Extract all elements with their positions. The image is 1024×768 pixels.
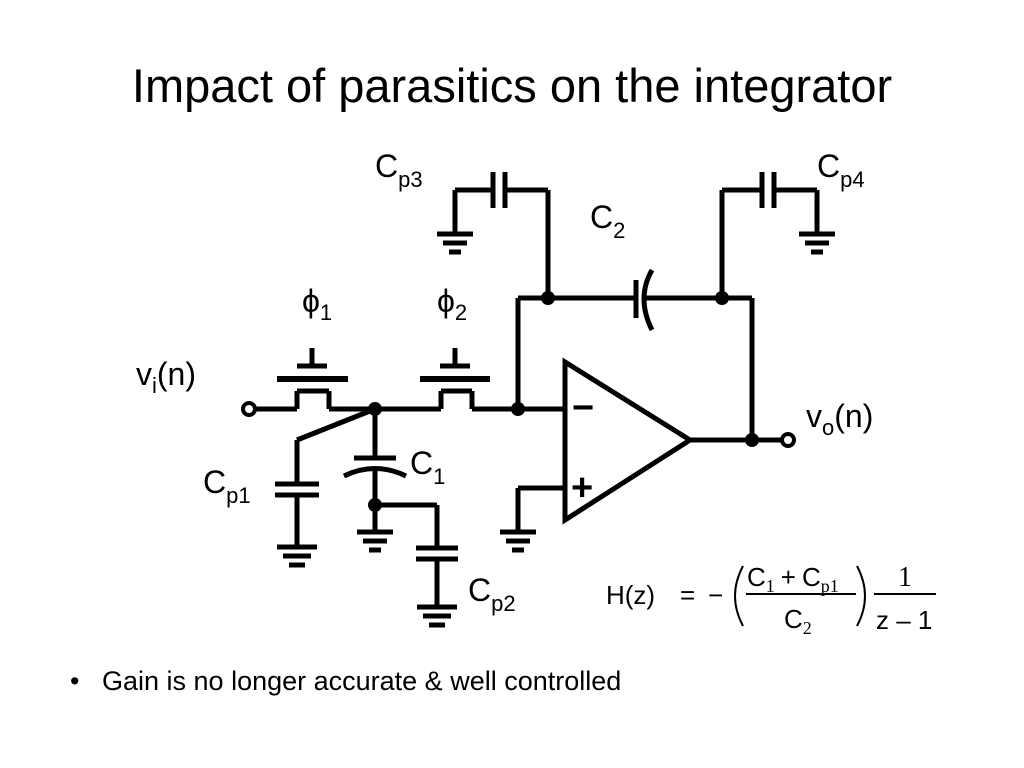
formula-frac2-numerator: 1 (898, 562, 912, 593)
bullet-dot: • (70, 666, 80, 696)
vi-terminal (241, 401, 257, 417)
node-dot (368, 402, 382, 416)
bullet-item: • Gain is no longer accurate & well contr… (70, 666, 621, 697)
switch-phi2 (420, 348, 490, 409)
opamp-symbol (562, 357, 695, 525)
node-dot (745, 433, 759, 447)
label-vi: vi(n) (136, 356, 196, 398)
capacitor-cp4 (719, 172, 835, 298)
node-dot (715, 291, 729, 305)
bullet-text: Gain is no longer accurate & well contro… (102, 666, 622, 696)
label-cp4: Cp4 (817, 148, 865, 192)
node-dot (368, 498, 382, 512)
formula-denominator: C2 (784, 604, 812, 638)
transfer-function-formula: H(z) = − C1+Cp1 C2 1 z – 1 (606, 562, 936, 638)
label-phi1: ϕ1 (302, 283, 332, 325)
label-cp1: Cp1 (203, 464, 251, 508)
formula-right-paren (856, 565, 866, 627)
label-c1: C1 (410, 445, 445, 489)
opamp-minus-label: − (572, 387, 594, 429)
formula-equals: = (680, 580, 695, 610)
formula-lhs: H(z) (606, 580, 655, 610)
opamp-plus-ground (500, 485, 565, 553)
vo-terminal (780, 432, 796, 448)
slide-title: Impact of parasitics on the integrator (131, 59, 893, 112)
label-cp2: Cp2 (468, 572, 516, 616)
integrator-circuit-diagram: − + vi(n) vo(n) ϕ1 ϕ2 C1 C2 Cp1 Cp2 Cp3 … (136, 148, 936, 638)
formula-left-paren (734, 565, 744, 627)
label-vo: vo(n) (806, 398, 873, 440)
node-dot (541, 291, 555, 305)
label-c2: C2 (590, 199, 625, 243)
node-dot (511, 402, 525, 416)
capacitor-cp1 (275, 406, 376, 568)
capacitor-cp3 (437, 172, 551, 298)
label-cp3: Cp3 (375, 148, 423, 192)
formula-frac2-denominator: z – 1 (876, 605, 932, 635)
switch-phi1 (277, 348, 348, 409)
label-phi2: ϕ2 (437, 283, 467, 325)
capacitor-cp2 (375, 502, 458, 628)
formula-minus: − (708, 580, 723, 610)
formula-numerator: C1+Cp1 (747, 562, 839, 596)
capacitor-c1 (342, 409, 408, 553)
opamp-plus-label: + (571, 467, 593, 509)
